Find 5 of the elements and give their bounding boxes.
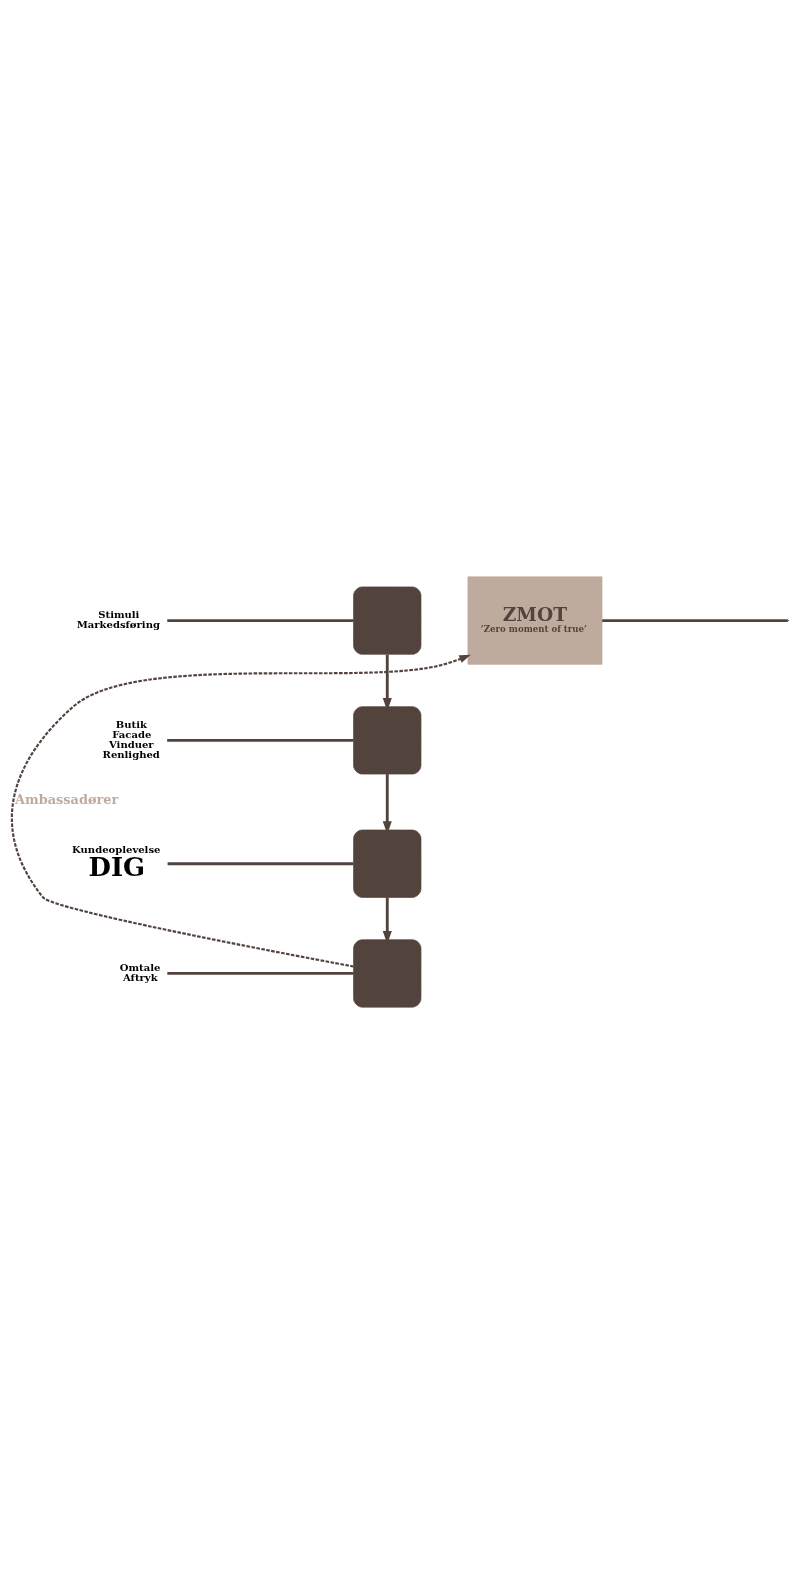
node-text: Butik Facade Vinduer Renlighed (102, 718, 160, 760)
node-text: Stimuli Markedsføring (76, 608, 160, 630)
node-text: Kundeoplevelse DIG (72, 844, 161, 882)
edge-label: Ambassadører (15, 792, 119, 808)
node-text: Omtale Aftryk (119, 961, 161, 983)
